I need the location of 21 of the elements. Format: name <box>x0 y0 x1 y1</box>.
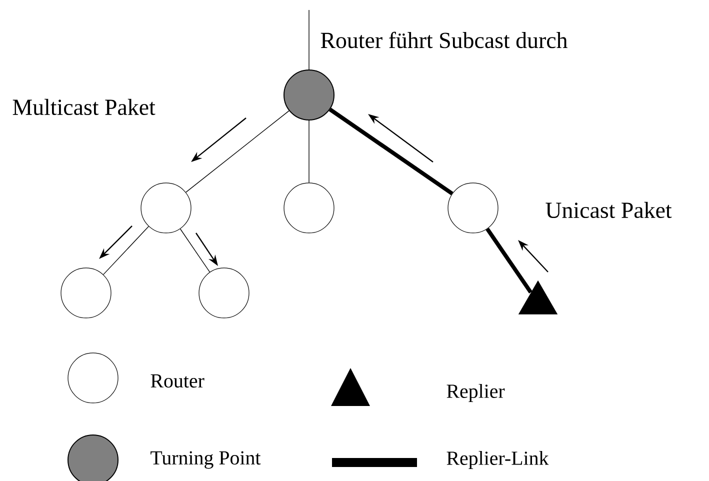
link-line <box>180 228 210 272</box>
router-circle <box>140 182 192 234</box>
packet-label: Multicast Paket <box>12 98 156 116</box>
link-line <box>308 120 310 184</box>
legend-label: Replier <box>446 384 505 402</box>
legend-label: Router <box>150 374 204 388</box>
link-line <box>486 228 532 294</box>
router-circle <box>284 69 334 120</box>
link-line <box>328 108 454 196</box>
router-circle <box>448 182 498 234</box>
legend-label: Replier-Link <box>446 450 549 469</box>
packet-label: Unicast Paket <box>546 202 672 218</box>
link-line <box>308 10 310 70</box>
legend-label: Turning Point <box>150 451 261 469</box>
node-caption: Router führt Subcast durch <box>320 32 568 48</box>
link-line <box>186 110 290 193</box>
link-line <box>103 226 150 275</box>
router-circle <box>60 268 112 318</box>
router-circle <box>284 182 334 234</box>
replier-triangle <box>518 280 558 314</box>
router-circle <box>198 268 250 318</box>
